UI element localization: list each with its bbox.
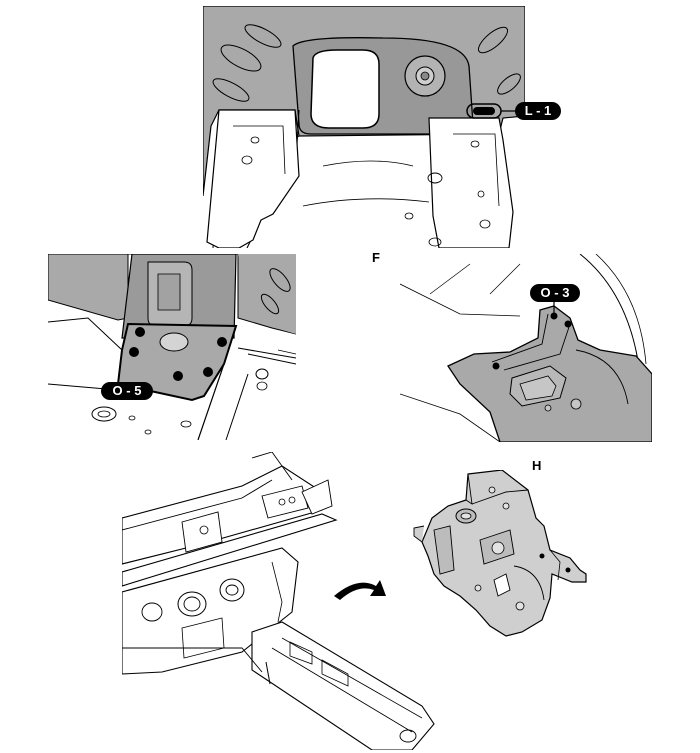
panel-bottom-right-h bbox=[410, 470, 596, 650]
panel-middle-left-o5 bbox=[48, 254, 296, 440]
callout-o5: O - 5 bbox=[101, 382, 153, 400]
figure-label-h: H bbox=[532, 458, 542, 473]
panel-o3-illustration bbox=[400, 254, 652, 442]
panel-top-l1 bbox=[203, 6, 525, 248]
panel-middle-right-o3 bbox=[400, 254, 652, 442]
figure-label-f: F bbox=[372, 250, 380, 265]
panel-bottom-left-g bbox=[122, 452, 438, 750]
panel-h-illustration bbox=[410, 470, 596, 650]
callout-l1: L - 1 bbox=[515, 102, 561, 120]
callout-o3: O - 3 bbox=[530, 284, 580, 302]
panel-top-illustration bbox=[203, 6, 525, 248]
curved-arrow-icon bbox=[330, 574, 390, 604]
panel-o5-illustration bbox=[48, 254, 296, 440]
panel-g-illustration bbox=[122, 452, 438, 750]
